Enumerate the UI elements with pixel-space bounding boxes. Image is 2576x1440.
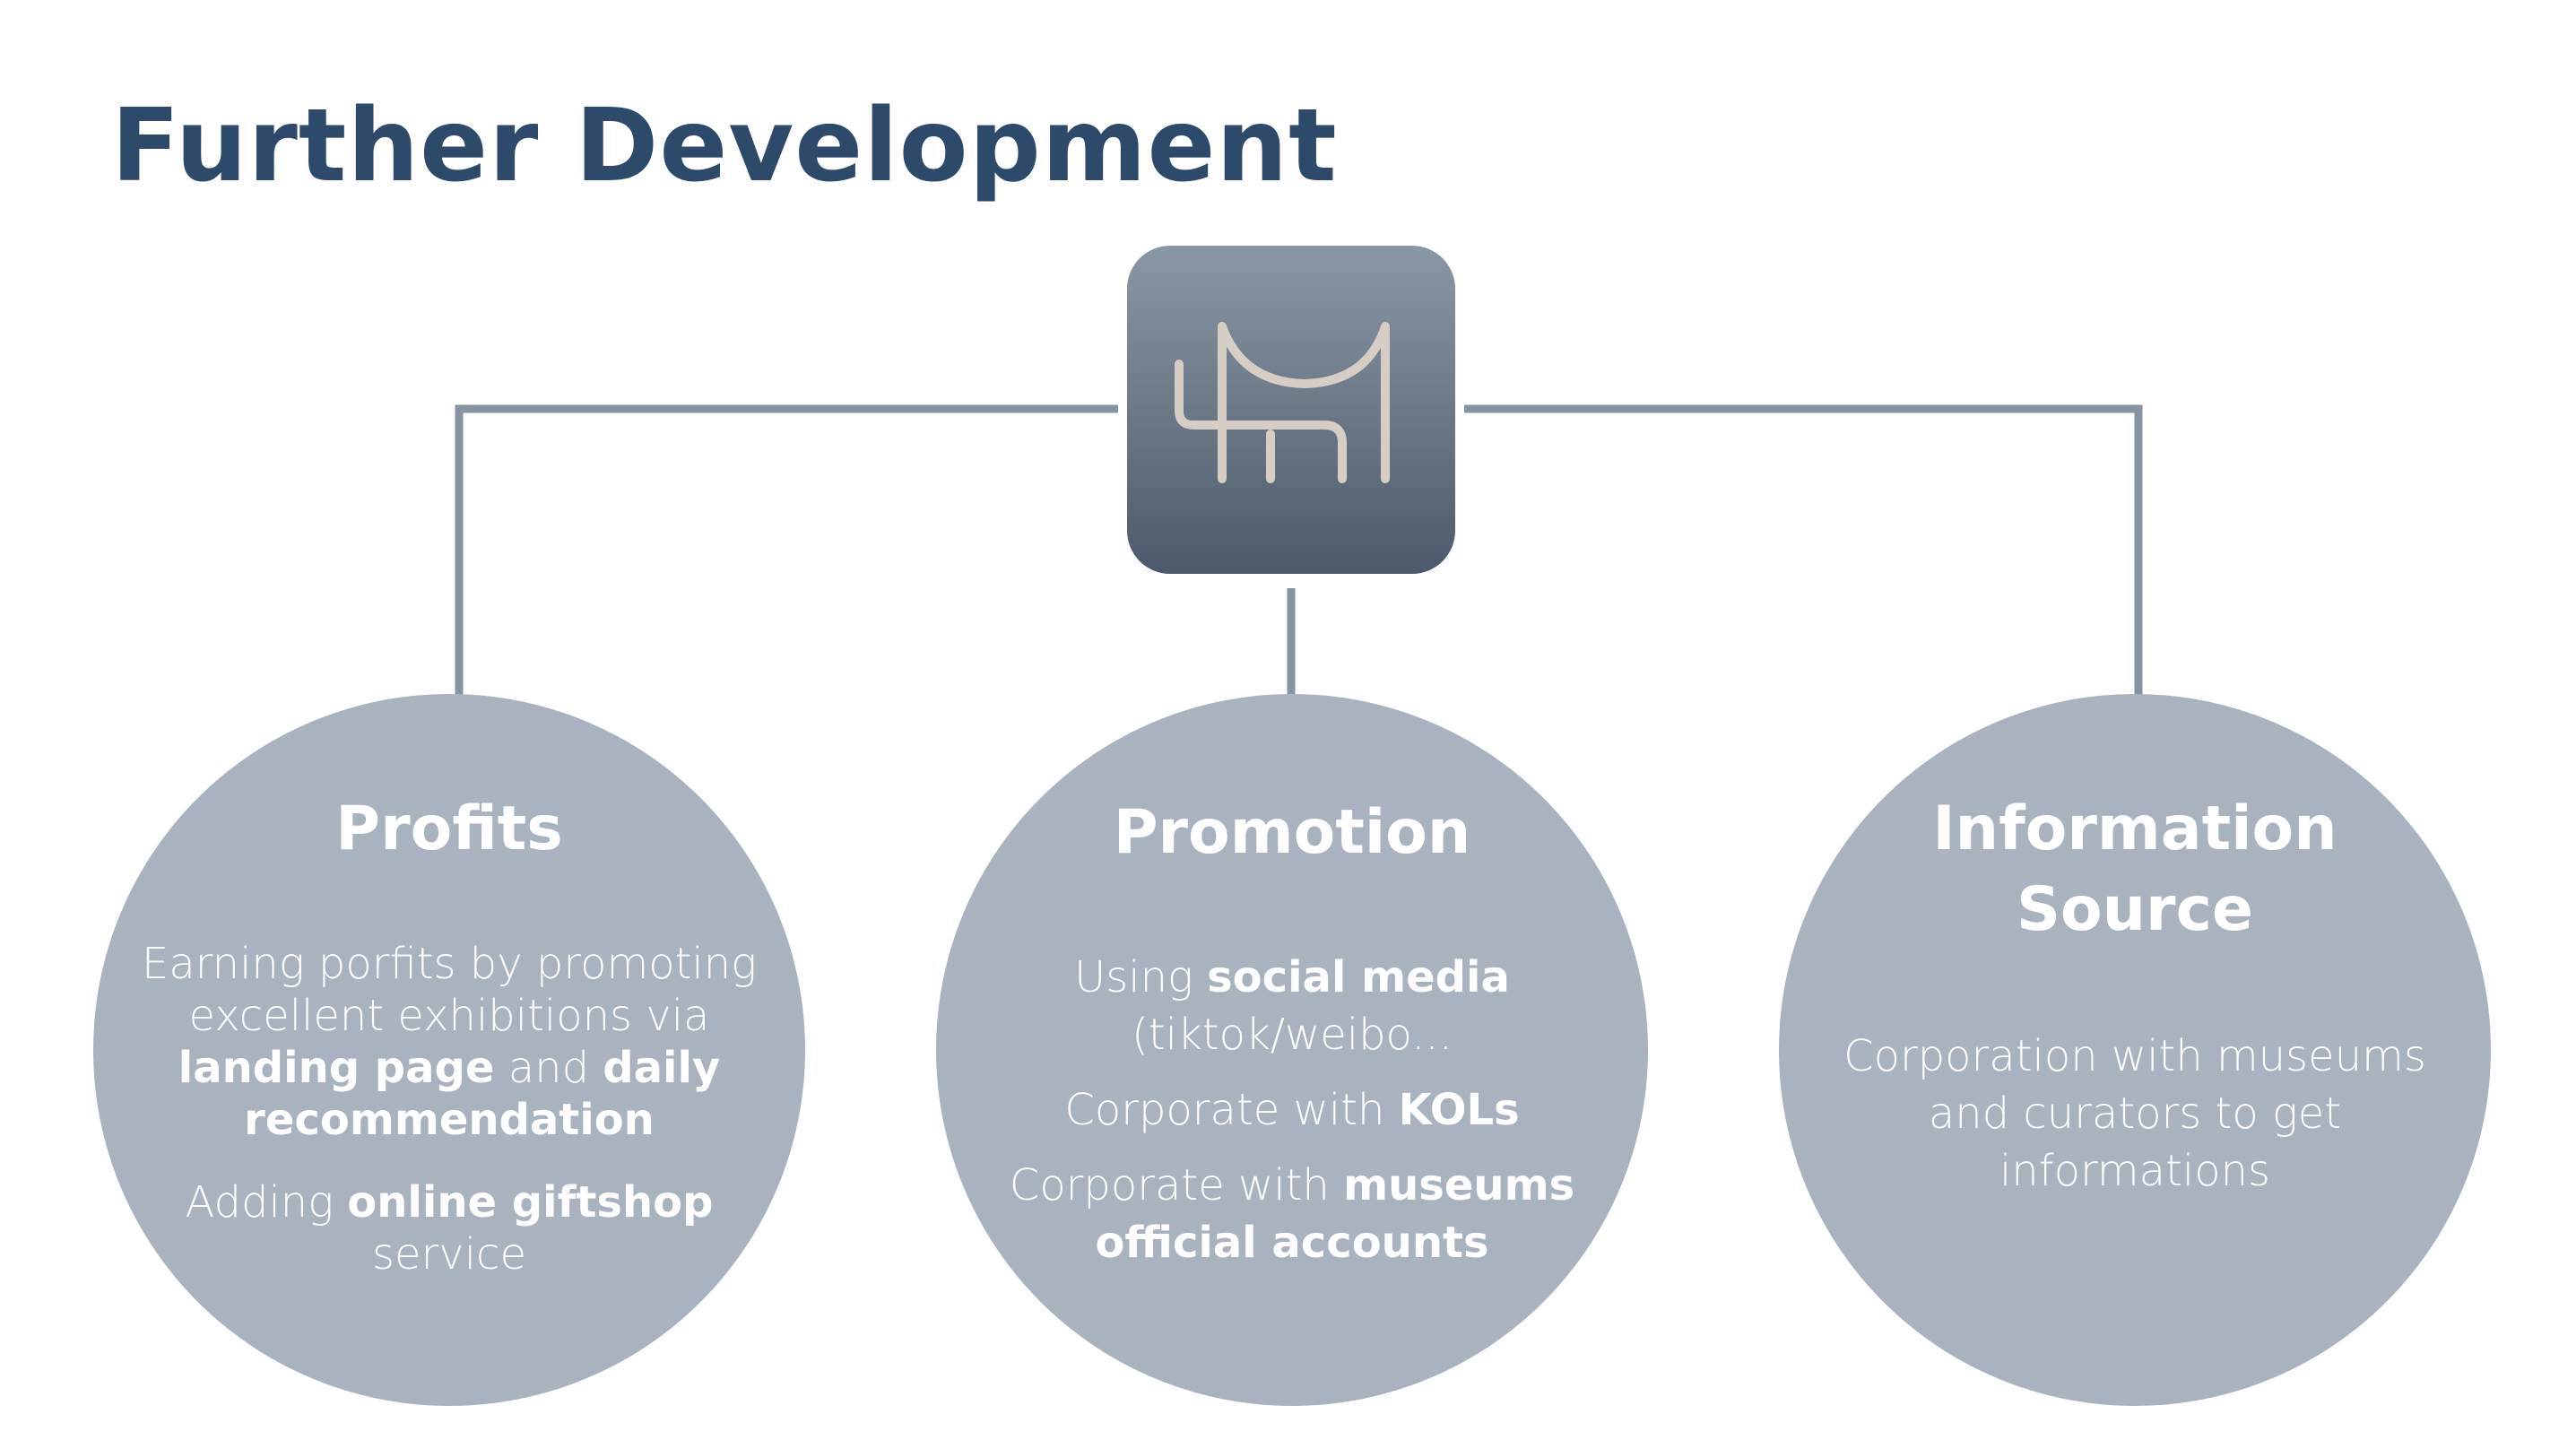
connector-left	[455, 404, 1118, 708]
circle-information-source: Information Source Corporation with muse…	[1779, 694, 2491, 1406]
highlight-social-media: social media	[1207, 952, 1510, 1002]
profits-paragraph-1: Earning porfits by promoting excellent e…	[142, 939, 757, 1145]
highlight-landing-page: landing page	[178, 1043, 495, 1093]
promotion-paragraph-2: Corporate with KOLs	[1064, 1085, 1520, 1135]
circle-profits: Profits Earning porfits by promoting exc…	[93, 694, 805, 1406]
circle-body-promotion: Using social media (tiktok/weibo... Corp…	[972, 949, 1612, 1271]
circle-title-profits: Profits	[335, 794, 563, 864]
logo-box	[1127, 246, 1455, 574]
promotion-paragraph-3: Corporate with museums official accounts	[1009, 1160, 1575, 1268]
slide-title: Further Development	[111, 88, 1338, 204]
circle-body-profits: Earning porfits by promoting excellent e…	[129, 938, 769, 1280]
circle-title-information-source: Information Source	[1932, 794, 2337, 945]
connector-right	[1464, 404, 2143, 708]
highlight-museums-official-accounts: museums official accounts	[1095, 1160, 1575, 1268]
museum-logo-icon	[1175, 322, 1390, 483]
promotion-paragraph-1: Using social media (tiktok/weibo...	[1074, 952, 1510, 1060]
circle-body-information-source: Corporation with museums and curators to…	[1815, 1028, 2455, 1200]
highlight-kols: KOLs	[1398, 1085, 1520, 1135]
information-source-paragraph: Corporation with museums and curators to…	[1843, 1031, 2426, 1196]
highlight-daily-recommendation: daily recommendation	[244, 1043, 721, 1145]
highlight-online-giftshop: online giftshop	[347, 1177, 714, 1227]
profits-paragraph-2: Adding online giftshop service	[185, 1177, 714, 1280]
circle-title-promotion: Promotion	[1113, 797, 1471, 868]
circle-promotion: Promotion Using social media (tiktok/wei…	[936, 694, 1648, 1406]
